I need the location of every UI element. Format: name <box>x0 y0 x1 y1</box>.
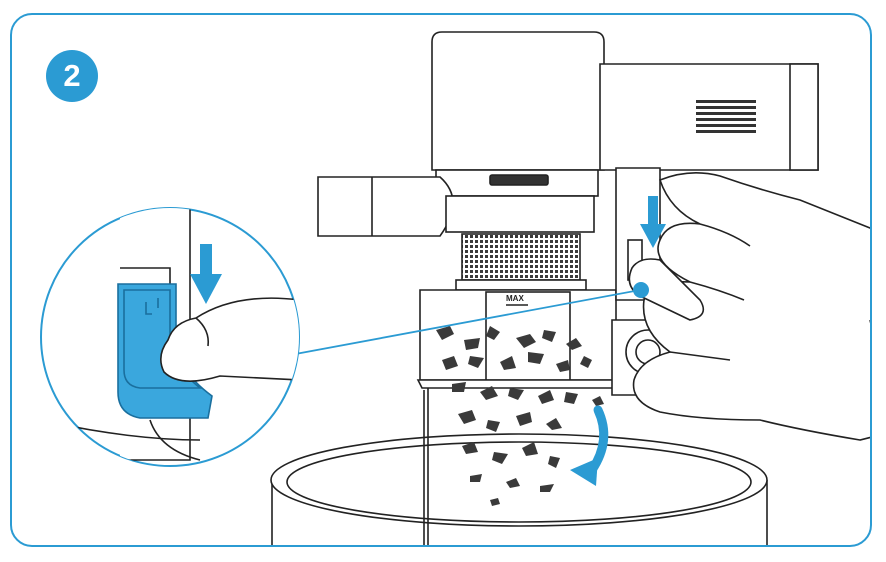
hand <box>628 172 870 441</box>
illustration-frame <box>10 13 872 547</box>
trash-bin <box>270 433 768 545</box>
rotate-arrow-icon <box>570 405 609 486</box>
zoom-detail <box>40 207 300 467</box>
vacuum-body: MAX <box>317 31 819 545</box>
debris <box>436 326 604 506</box>
arrow-down-icon <box>190 244 222 304</box>
arrow-down-icon <box>640 196 666 248</box>
max-label: MAX <box>506 294 524 303</box>
callout-dot <box>633 282 649 298</box>
step-number-badge: 2 <box>46 50 98 102</box>
vent-grille <box>696 100 756 133</box>
callout-line <box>289 289 641 356</box>
